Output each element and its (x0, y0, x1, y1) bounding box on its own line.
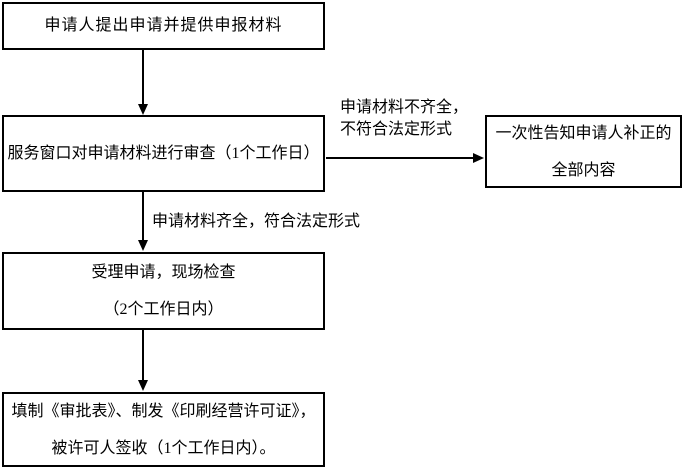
flow-box-notify-corrections-line2: 全部内容 (551, 161, 616, 179)
arrow-right-line (326, 157, 475, 159)
flow-box-accept-application: 受理申请，现场检查 （2个工作日内） (2, 252, 325, 330)
edge-label-materials-complete-text: 申请材料齐全，符合法定形式 (152, 213, 361, 230)
flow-box-notify-corrections: 一次性告知申请人补正的 全部内容 (485, 115, 682, 188)
arrow-down-line-3 (142, 330, 144, 381)
arrow-down-line-2 (142, 192, 144, 241)
arrow-down-line-1 (142, 50, 144, 105)
arrow-down-head-icon-1 (138, 104, 148, 115)
edge-label-materials-incomplete: 申请材料不齐全， 不符合法定形式 (340, 97, 468, 141)
edge-label-materials-incomplete-line1: 申请材料不齐全， (340, 99, 469, 116)
flow-box-notify-corrections-line1: 一次性告知申请人补正的 (495, 124, 672, 142)
edge-label-materials-complete: 申请材料齐全，符合法定形式 (152, 211, 360, 233)
arrow-down-head-icon-2 (138, 240, 148, 251)
flow-box-accept-application-line2: （2个工作日内） (103, 301, 224, 318)
flow-box-issue-license: 填制《审批表》、制发《印刷经营许可证》， 被许可人签收（1个工作日内）。 (2, 392, 325, 467)
flow-box-review-materials-text: 服务窗口对申请材料进行审查（1个工作日） (7, 144, 320, 162)
edge-label-materials-incomplete-line2: 不符合法定形式 (340, 121, 453, 138)
flow-box-accept-application-line1: 受理申请，现场检查 (91, 264, 236, 281)
arrow-right-head-icon (473, 153, 484, 163)
flow-box-issue-license-line2: 被许可人签收（1个工作日内）。 (51, 439, 276, 457)
arrow-down-head-icon-3 (138, 380, 148, 391)
flow-box-submit-application-text: 申请人提出申请并提供申报材料 (44, 17, 283, 34)
flow-box-review-materials: 服务窗口对申请材料进行审查（1个工作日） (2, 115, 325, 192)
flow-box-submit-application: 申请人提出申请并提供申报材料 (2, 2, 325, 50)
flow-box-issue-license-line1: 填制《审批表》、制发《印刷经营许可证》， (11, 402, 316, 420)
